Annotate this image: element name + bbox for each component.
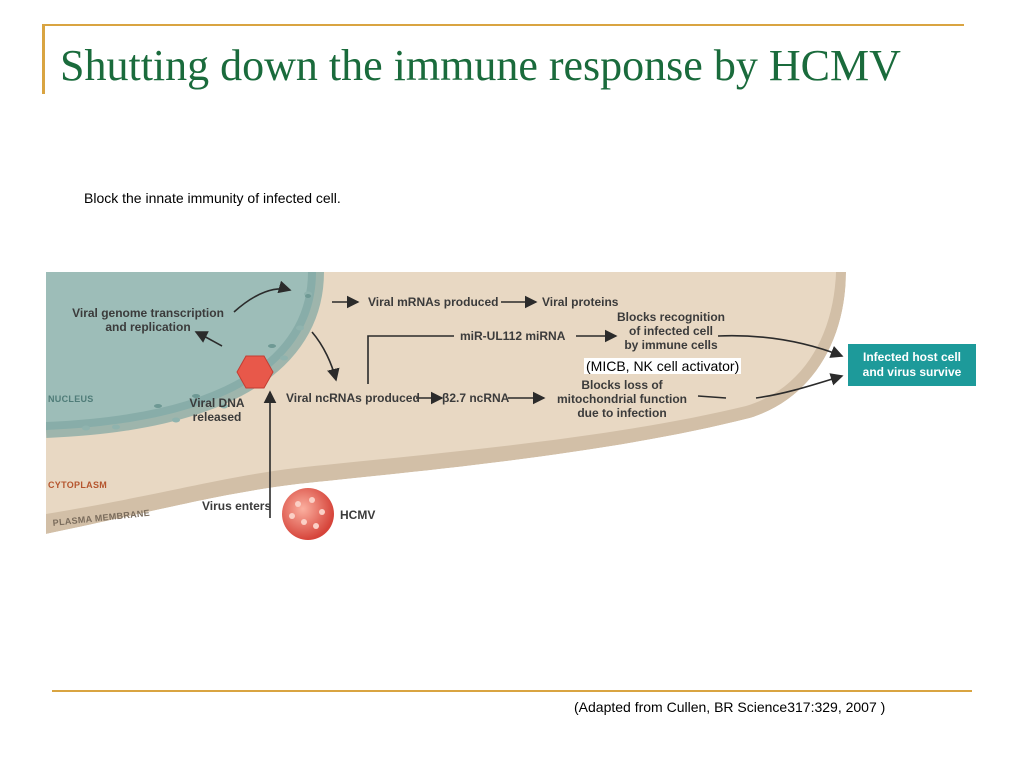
footer-divider <box>52 690 972 692</box>
dna-released-label: Viral DNA released <box>182 396 252 424</box>
micb-note: (MICB, NK cell activator) <box>584 358 741 374</box>
hcmv-label: HCMV <box>340 508 375 522</box>
cytoplasm-label: CYTOPLASM <box>48 478 107 492</box>
title-accent-top <box>42 24 964 26</box>
proteins-label: Viral proteins <box>542 295 618 309</box>
hcmv-virus <box>282 488 334 540</box>
blocks-loss-label: Blocks loss of mitochondrial function du… <box>542 378 702 420</box>
title-accent-left <box>42 24 45 94</box>
mir-label: miR-UL112 miRNA <box>460 329 565 343</box>
ncrnas-label: Viral ncRNAs produced <box>286 391 420 405</box>
mrnas-label: Viral mRNAs produced <box>368 295 498 309</box>
citation: (Adapted from Cullen, BR Science317:329,… <box>574 699 885 715</box>
slide-subtitle: Block the innate immunity of infected ce… <box>84 190 341 206</box>
b27-label: β2.7 ncRNA <box>442 391 509 405</box>
outcome-box: Infected host cell and virus survive <box>848 344 976 386</box>
slide-title: Shutting down the immune response by HCM… <box>60 40 901 91</box>
virus-enters-label: Virus enters <box>202 499 271 513</box>
transcription-label: Viral genome transcription and replicati… <box>64 306 232 334</box>
hcmv-diagram: NUCLEUS CYTOPLASM PLASMA MEMBRANE Viral … <box>46 272 978 548</box>
nucleus-label: NUCLEUS <box>48 392 94 406</box>
blocks-recognition-label: Blocks recognition of infected cell by i… <box>616 310 726 352</box>
